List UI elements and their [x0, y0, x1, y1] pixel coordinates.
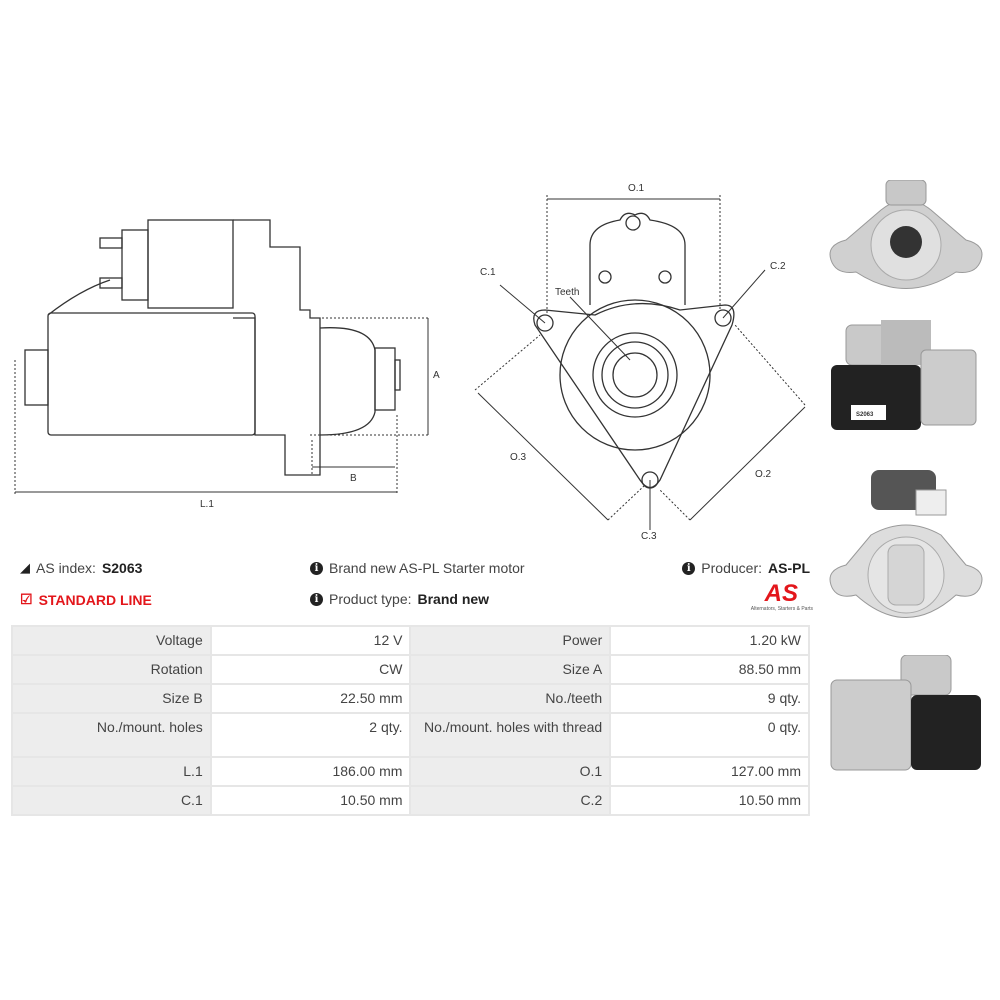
side-view-drawing: L.1 A B — [14, 219, 440, 510]
spec-label: Size A — [409, 654, 612, 685]
producer: i Producer: AS-PL — [682, 560, 810, 576]
spec-label: C.2 — [409, 785, 612, 816]
spec-label: Size B — [11, 683, 212, 714]
spec-value: 186.00 mm — [209, 756, 412, 787]
dimension-label-o2: O.2 — [755, 469, 772, 480]
product-photo-side[interactable]: S2063 — [826, 315, 986, 435]
spec-value: 9 qty. — [609, 683, 810, 714]
dimension-label-c3: C.3 — [641, 531, 657, 542]
spec-label: O.1 — [409, 756, 612, 787]
dimension-label-l1: L.1 — [200, 499, 214, 510]
product-line: ☑ STANDARD LINE — [20, 591, 152, 608]
product-photo-side-2[interactable] — [826, 655, 986, 775]
spec-value: 88.50 mm — [609, 654, 810, 685]
spec-label: No./mount. holes — [11, 712, 212, 758]
info-icon: i — [682, 561, 696, 575]
spec-label: Voltage — [11, 625, 212, 656]
spec-label: No./mount. holes with thread — [409, 712, 612, 758]
spec-value: 1.20 kW — [609, 625, 810, 656]
dimension-label-c1: C.1 — [480, 267, 496, 278]
spec-value: 22.50 mm — [209, 683, 412, 714]
producer-label: Producer: — [701, 560, 762, 576]
spec-label: Power — [409, 625, 612, 656]
dimension-label-b: B — [350, 473, 357, 484]
tag-icon: ◢ — [20, 560, 30, 575]
product-line-label: STANDARD LINE — [38, 591, 152, 608]
logo-tagline: Alternators, Starters & Parts — [750, 606, 813, 612]
spec-label: No./teeth — [409, 683, 612, 714]
product-type-label: Product type: — [329, 591, 412, 607]
dimension-label-a: A — [433, 370, 440, 381]
as-index-value: S2063 — [101, 560, 143, 576]
spec-value: 10.50 mm — [609, 785, 810, 816]
dimension-label-o3: O.3 — [510, 452, 527, 463]
logo-text: AS — [764, 580, 798, 607]
dimension-label-o1: O.1 — [628, 183, 645, 194]
producer-value: AS-PL — [768, 560, 810, 576]
product-photo-front[interactable] — [826, 180, 986, 305]
spec-value: 127.00 mm — [609, 756, 810, 787]
description-text: Brand new AS-PL Starter motor — [329, 560, 525, 576]
spec-label: C.1 — [11, 785, 212, 816]
spec-value: CW — [209, 654, 412, 685]
checkbox-icon: ☑ — [20, 591, 33, 607]
spec-label: L.1 — [11, 756, 212, 787]
spec-label: Rotation — [11, 654, 212, 685]
photo-label: S2063 — [856, 412, 874, 418]
front-view-drawing: O.1 C.1 C.2 Teeth O.3 O.2 C.3 — [474, 183, 806, 542]
spec-value: 10.50 mm — [209, 785, 412, 816]
product-type-value: Brand new — [417, 591, 490, 607]
as-pl-logo: AS Alternators, Starters & Parts — [725, 580, 813, 613]
product-photo-rear[interactable] — [826, 445, 986, 640]
spec-value: 12 V — [209, 625, 412, 656]
info-icon: i — [310, 561, 323, 575]
description: i Brand new AS-PL Starter motor — [310, 560, 525, 576]
spec-value: 2 qty. — [209, 712, 412, 758]
spec-value: 0 qty. — [609, 712, 810, 758]
dimension-label-teeth: Teeth — [555, 287, 579, 298]
product-type: i Product type: Brand new — [310, 591, 489, 607]
info-icon: i — [310, 592, 323, 606]
dimension-label-c2: C.2 — [770, 261, 786, 272]
as-index-label: AS index: — [36, 560, 96, 576]
as-index: ◢ AS index: S2063 — [20, 560, 142, 576]
